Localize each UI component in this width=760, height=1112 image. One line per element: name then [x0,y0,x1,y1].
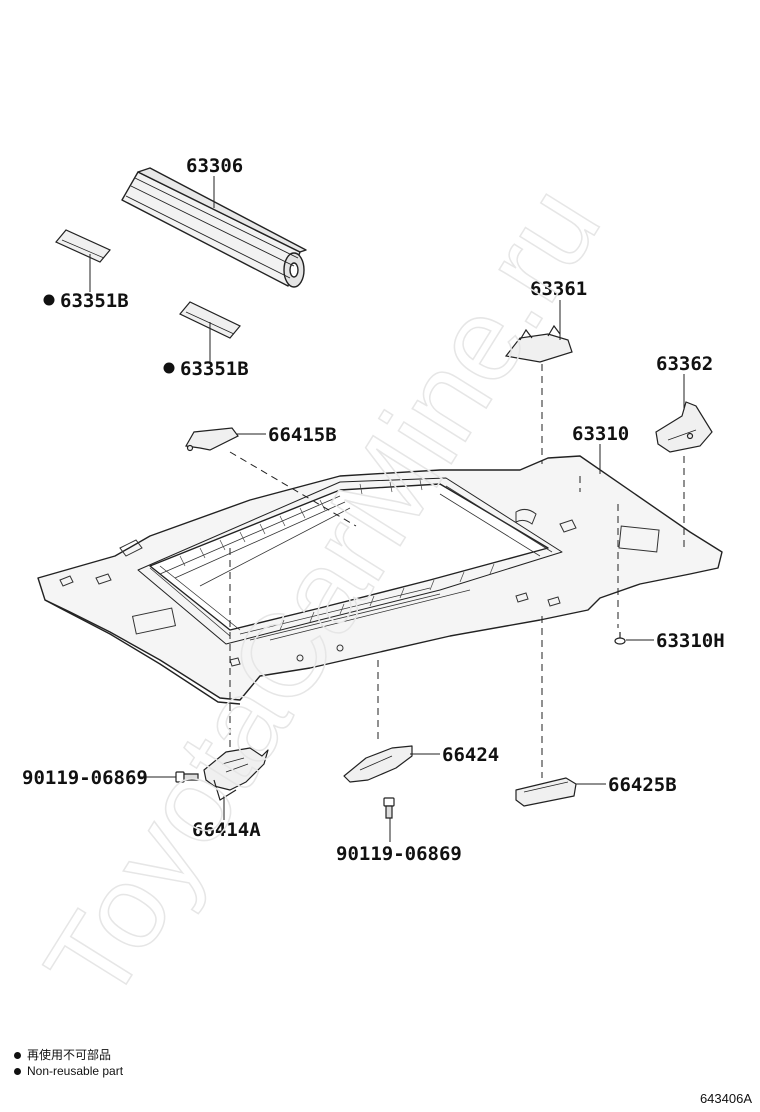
label-63351b-bottom: 63351B [180,358,249,380]
label-90119-bottom: 90119-06869 [336,843,462,865]
rail-66425b [515,777,577,807]
legend-dot-icon [14,1052,21,1060]
legend-text-en: Non-reusable part [27,1064,124,1078]
bracket-63362 [655,401,713,453]
pad-top [55,229,111,263]
sunshade-roll [121,167,307,288]
label-63306: 63306 [186,155,243,177]
headliner-panel [37,455,723,705]
clip-63361 [504,324,573,363]
label-66414a: 66414A [192,819,261,841]
holder-66414a [203,747,269,801]
non-reusable-marker-top [43,294,55,306]
bracket-66415b [185,427,239,452]
label-66415b: 66415B [268,424,337,446]
screw-left [175,771,199,783]
legend-line-2: Non-reusable part [14,1064,123,1078]
clip-63310h [614,632,626,645]
label-63362: 63362 [656,353,713,375]
assembly-dashed-lines [229,364,685,778]
legend-dot-icon [14,1068,21,1076]
label-63361: 63361 [530,278,587,300]
screw-bottom [383,797,395,819]
label-63310: 63310 [572,423,629,445]
label-90119-left: 90119-06869 [22,767,148,789]
legend-text-jp: 再使用不可部品 [27,1048,112,1062]
panel-features [59,508,660,667]
label-66424: 66424 [442,744,499,766]
sunroof-frame-texture [149,485,553,641]
label-66425b: 66425B [608,774,677,796]
leader-lines [89,176,685,842]
legend-line-1: 再使用不可部品 [14,1046,111,1063]
document-id: 643406A [699,1091,752,1106]
sunroof-frame-ribs [179,479,495,631]
label-63351b-top: 63351B [60,290,129,312]
non-reusable-marker-bottom [163,362,175,374]
holder-66424 [343,745,413,783]
label-63310h: 63310H [656,630,725,652]
